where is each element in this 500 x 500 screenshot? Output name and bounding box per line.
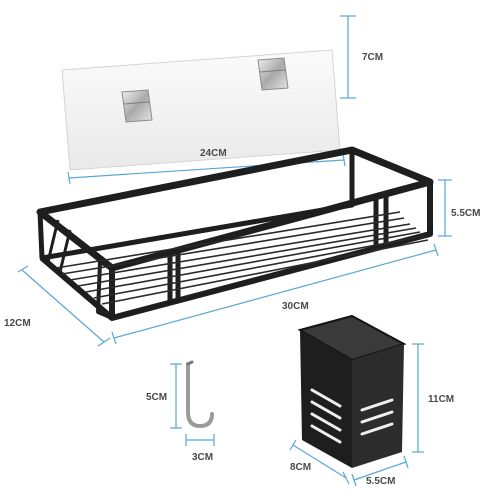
holder-height-dimension <box>412 343 424 453</box>
holder-depth-label: 8CM <box>290 462 311 473</box>
holder-width-dimension <box>351 455 409 487</box>
wire-basket <box>36 146 434 321</box>
holder-height-label: 11CM <box>428 394 454 405</box>
utensil-holder <box>297 314 407 468</box>
basket-length-label: 30CM <box>282 301 309 312</box>
hook-width-dimension <box>185 434 215 446</box>
hook-height-label: 5CM <box>146 392 167 403</box>
holder-slots <box>310 388 394 444</box>
s-hook <box>186 360 214 429</box>
basket-height-dimension <box>438 179 452 237</box>
plate-height-dimension <box>340 15 356 99</box>
holder-depth-dimension <box>289 439 350 485</box>
plate-hook-right <box>257 57 289 91</box>
basket-length-dimension <box>111 243 439 345</box>
basket-depth-label: 12CM <box>4 318 31 329</box>
plate-hook-left <box>121 89 153 123</box>
hook-height-dimension <box>170 363 182 429</box>
hook-width-label: 3CM <box>192 452 213 463</box>
holder-width-label: 5.5CM <box>366 476 395 487</box>
basket-wire-grid <box>55 211 429 305</box>
plate-height-label: 7CM <box>362 52 383 63</box>
plate-width-label: 24CM <box>200 148 227 159</box>
basket-height-label: 5.5CM <box>451 208 480 219</box>
basket-depth-dimension <box>17 265 111 347</box>
